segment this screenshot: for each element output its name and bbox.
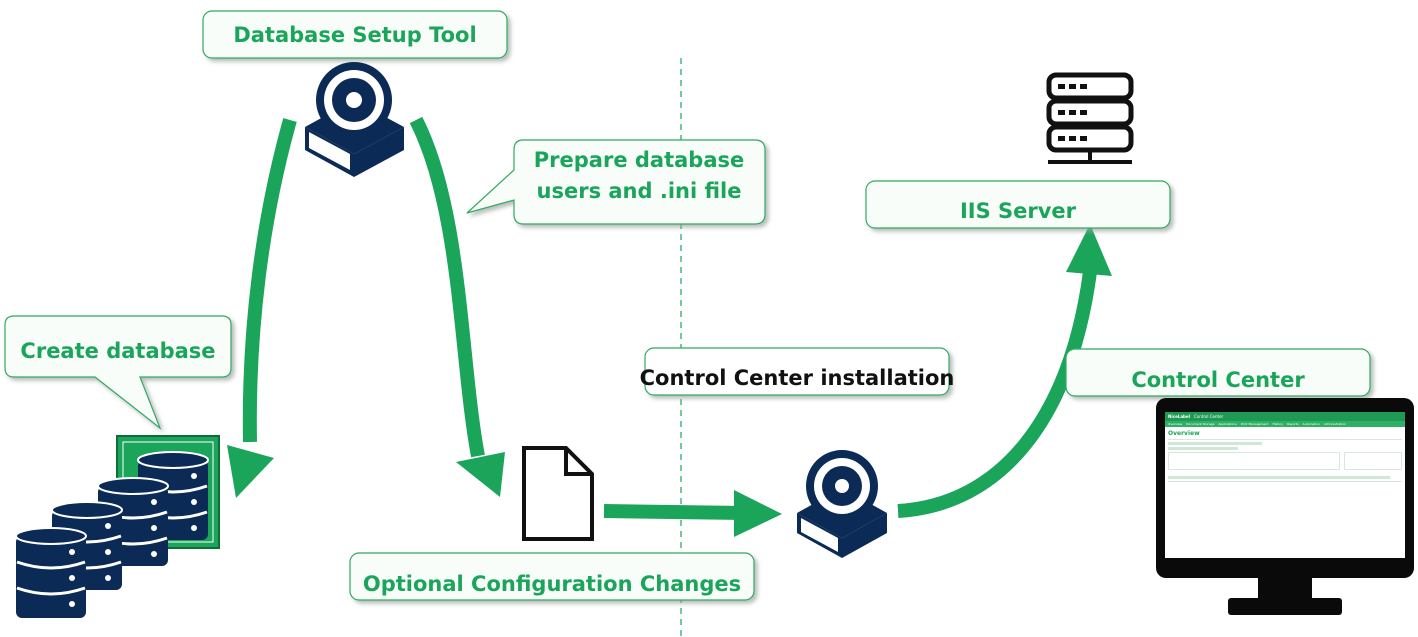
installer-box-icon-secondary xyxy=(797,450,887,558)
optional-configuration-label: Optional Configuration Changes xyxy=(363,572,741,596)
arrow-setup-to-database xyxy=(227,118,297,498)
monitor-nav-item: Administration xyxy=(1324,422,1346,426)
monitor-divider xyxy=(1168,481,1402,482)
arrow-installer-to-iis xyxy=(897,224,1112,518)
monitor-panel xyxy=(1168,452,1340,470)
monitor-panel xyxy=(1343,452,1402,470)
control-center-installation-box: Control Center installation xyxy=(640,347,955,396)
monitor-panels xyxy=(1168,452,1402,470)
monitor-placeholder-bar xyxy=(1168,447,1239,450)
monitor-heading: Overview xyxy=(1168,430,1200,437)
monitor-placeholder-bar xyxy=(1168,442,1262,445)
monitor-screen: NiceLabel Control Center Overview Docume… xyxy=(1165,412,1405,558)
monitor-nav-item: Document Storage xyxy=(1186,422,1215,426)
monitor-body: Overview xyxy=(1165,427,1405,487)
optional-configuration-box: Optional Configuration Changes xyxy=(349,552,755,601)
database-setup-tool-label: Database Setup Tool xyxy=(233,23,476,47)
prepare-database-label-line1: Prepare database xyxy=(534,148,744,172)
arrow-file-to-installer xyxy=(603,490,782,537)
iis-server-box: IIS Server xyxy=(865,180,1171,229)
monitor-nav-item: Reports xyxy=(1287,422,1299,426)
monitor-nav-item: Automation xyxy=(1302,422,1320,426)
installer-box-icon xyxy=(305,62,404,177)
monitor-nav-item: Applications xyxy=(1218,422,1237,426)
create-database-callout: Create database xyxy=(4,315,232,430)
monitor-app-header: NiceLabel Control Center xyxy=(1165,412,1405,421)
server-rack-icon xyxy=(1046,72,1134,164)
monitor-nav-item: Print Management xyxy=(1240,422,1269,426)
prepare-database-label-line2: users and .ini file xyxy=(537,179,742,203)
monitor-nav-item: History xyxy=(1272,422,1283,426)
arrow-setup-to-config-file xyxy=(409,116,505,497)
monitor-divider xyxy=(1168,439,1402,440)
monitor-app-title: Control Center xyxy=(1194,414,1224,419)
create-database-label: Create database xyxy=(20,339,215,363)
prepare-database-callout: Prepare database users and .ini file xyxy=(466,139,766,225)
monitor-brand: NiceLabel xyxy=(1168,414,1190,419)
document-icon xyxy=(522,446,594,541)
database-stack-icon xyxy=(15,435,220,618)
monitor-nav: Overview Document Storage Applications P… xyxy=(1165,421,1405,427)
iis-server-label: IIS Server xyxy=(960,199,1077,223)
database-cylinder xyxy=(15,527,87,618)
monitor-nav-item: Overview xyxy=(1168,422,1183,426)
database-setup-tool-box: Database Setup Tool xyxy=(202,10,508,59)
control-center-box: Control Center xyxy=(1065,348,1371,397)
control-center-installation-label: Control Center installation xyxy=(640,366,955,390)
control-center-label: Control Center xyxy=(1131,368,1305,392)
monitor-placeholder-bar xyxy=(1168,476,1391,479)
